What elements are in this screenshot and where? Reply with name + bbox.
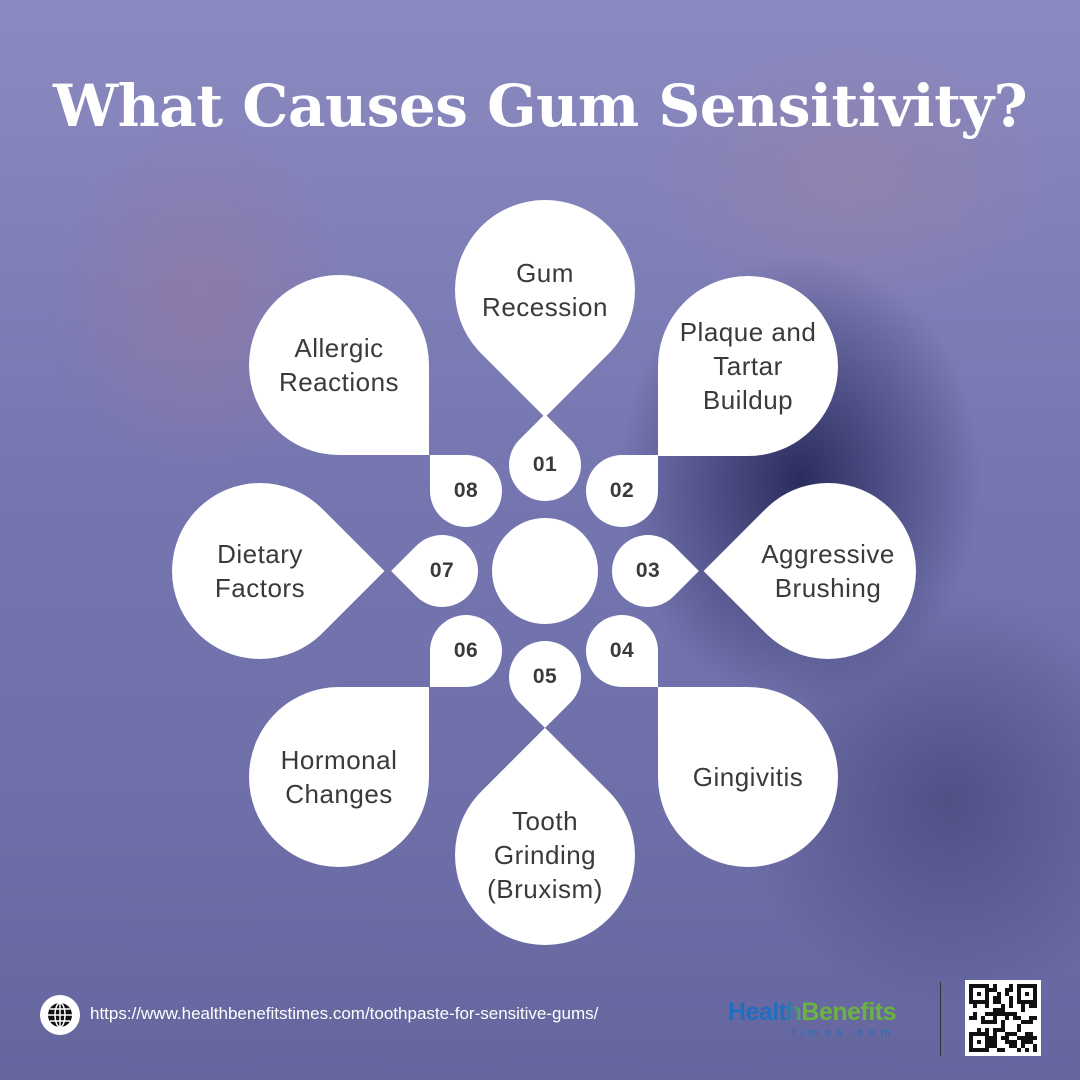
- cause-label: Aggressive Brushing: [761, 539, 895, 603]
- cause-number: 04: [609, 639, 635, 662]
- cause-label: Gingivitis: [692, 762, 804, 792]
- cause-number: 03: [635, 559, 661, 582]
- cause-petal: [249, 275, 429, 455]
- logo-main: HealthBenefits: [728, 998, 897, 1026]
- cause-label: Allergic Reactions: [278, 333, 400, 397]
- cause-petal: [658, 276, 838, 456]
- cause-label: Dietary Factors: [214, 539, 306, 603]
- cause-petal: [658, 687, 838, 867]
- cause-label: Plaque and Tartar Buildup: [679, 317, 817, 415]
- cause-number: 08: [453, 479, 479, 502]
- cause-number: 01: [532, 453, 558, 476]
- center-circle: [492, 518, 598, 624]
- number-petal: [586, 615, 658, 687]
- number-petal: [430, 615, 502, 687]
- source-url[interactable]: https://www.healthbenefitstimes.com/toot…: [90, 1004, 599, 1023]
- cause-petal: [249, 687, 429, 867]
- globe-icon: [40, 995, 80, 1035]
- footer-divider: [940, 982, 941, 1056]
- cause-label: Gum Recession: [482, 258, 608, 322]
- number-petal: [586, 455, 658, 527]
- logo-sub: times.com: [791, 1027, 897, 1039]
- page-title: What Causes Gum Sensitivity?: [52, 72, 1028, 140]
- cause-label: Tooth Grinding (Bruxism): [487, 806, 603, 904]
- brand-logo: HealthBenefits times.com: [728, 998, 897, 1040]
- cause-number: 06: [453, 639, 479, 662]
- qr-code: [965, 980, 1041, 1056]
- cause-number: 05: [532, 665, 558, 688]
- cause-number: 02: [609, 479, 635, 502]
- cause-label: Hormonal Changes: [280, 745, 398, 809]
- number-petal: [430, 455, 502, 527]
- cause-number: 07: [429, 559, 455, 582]
